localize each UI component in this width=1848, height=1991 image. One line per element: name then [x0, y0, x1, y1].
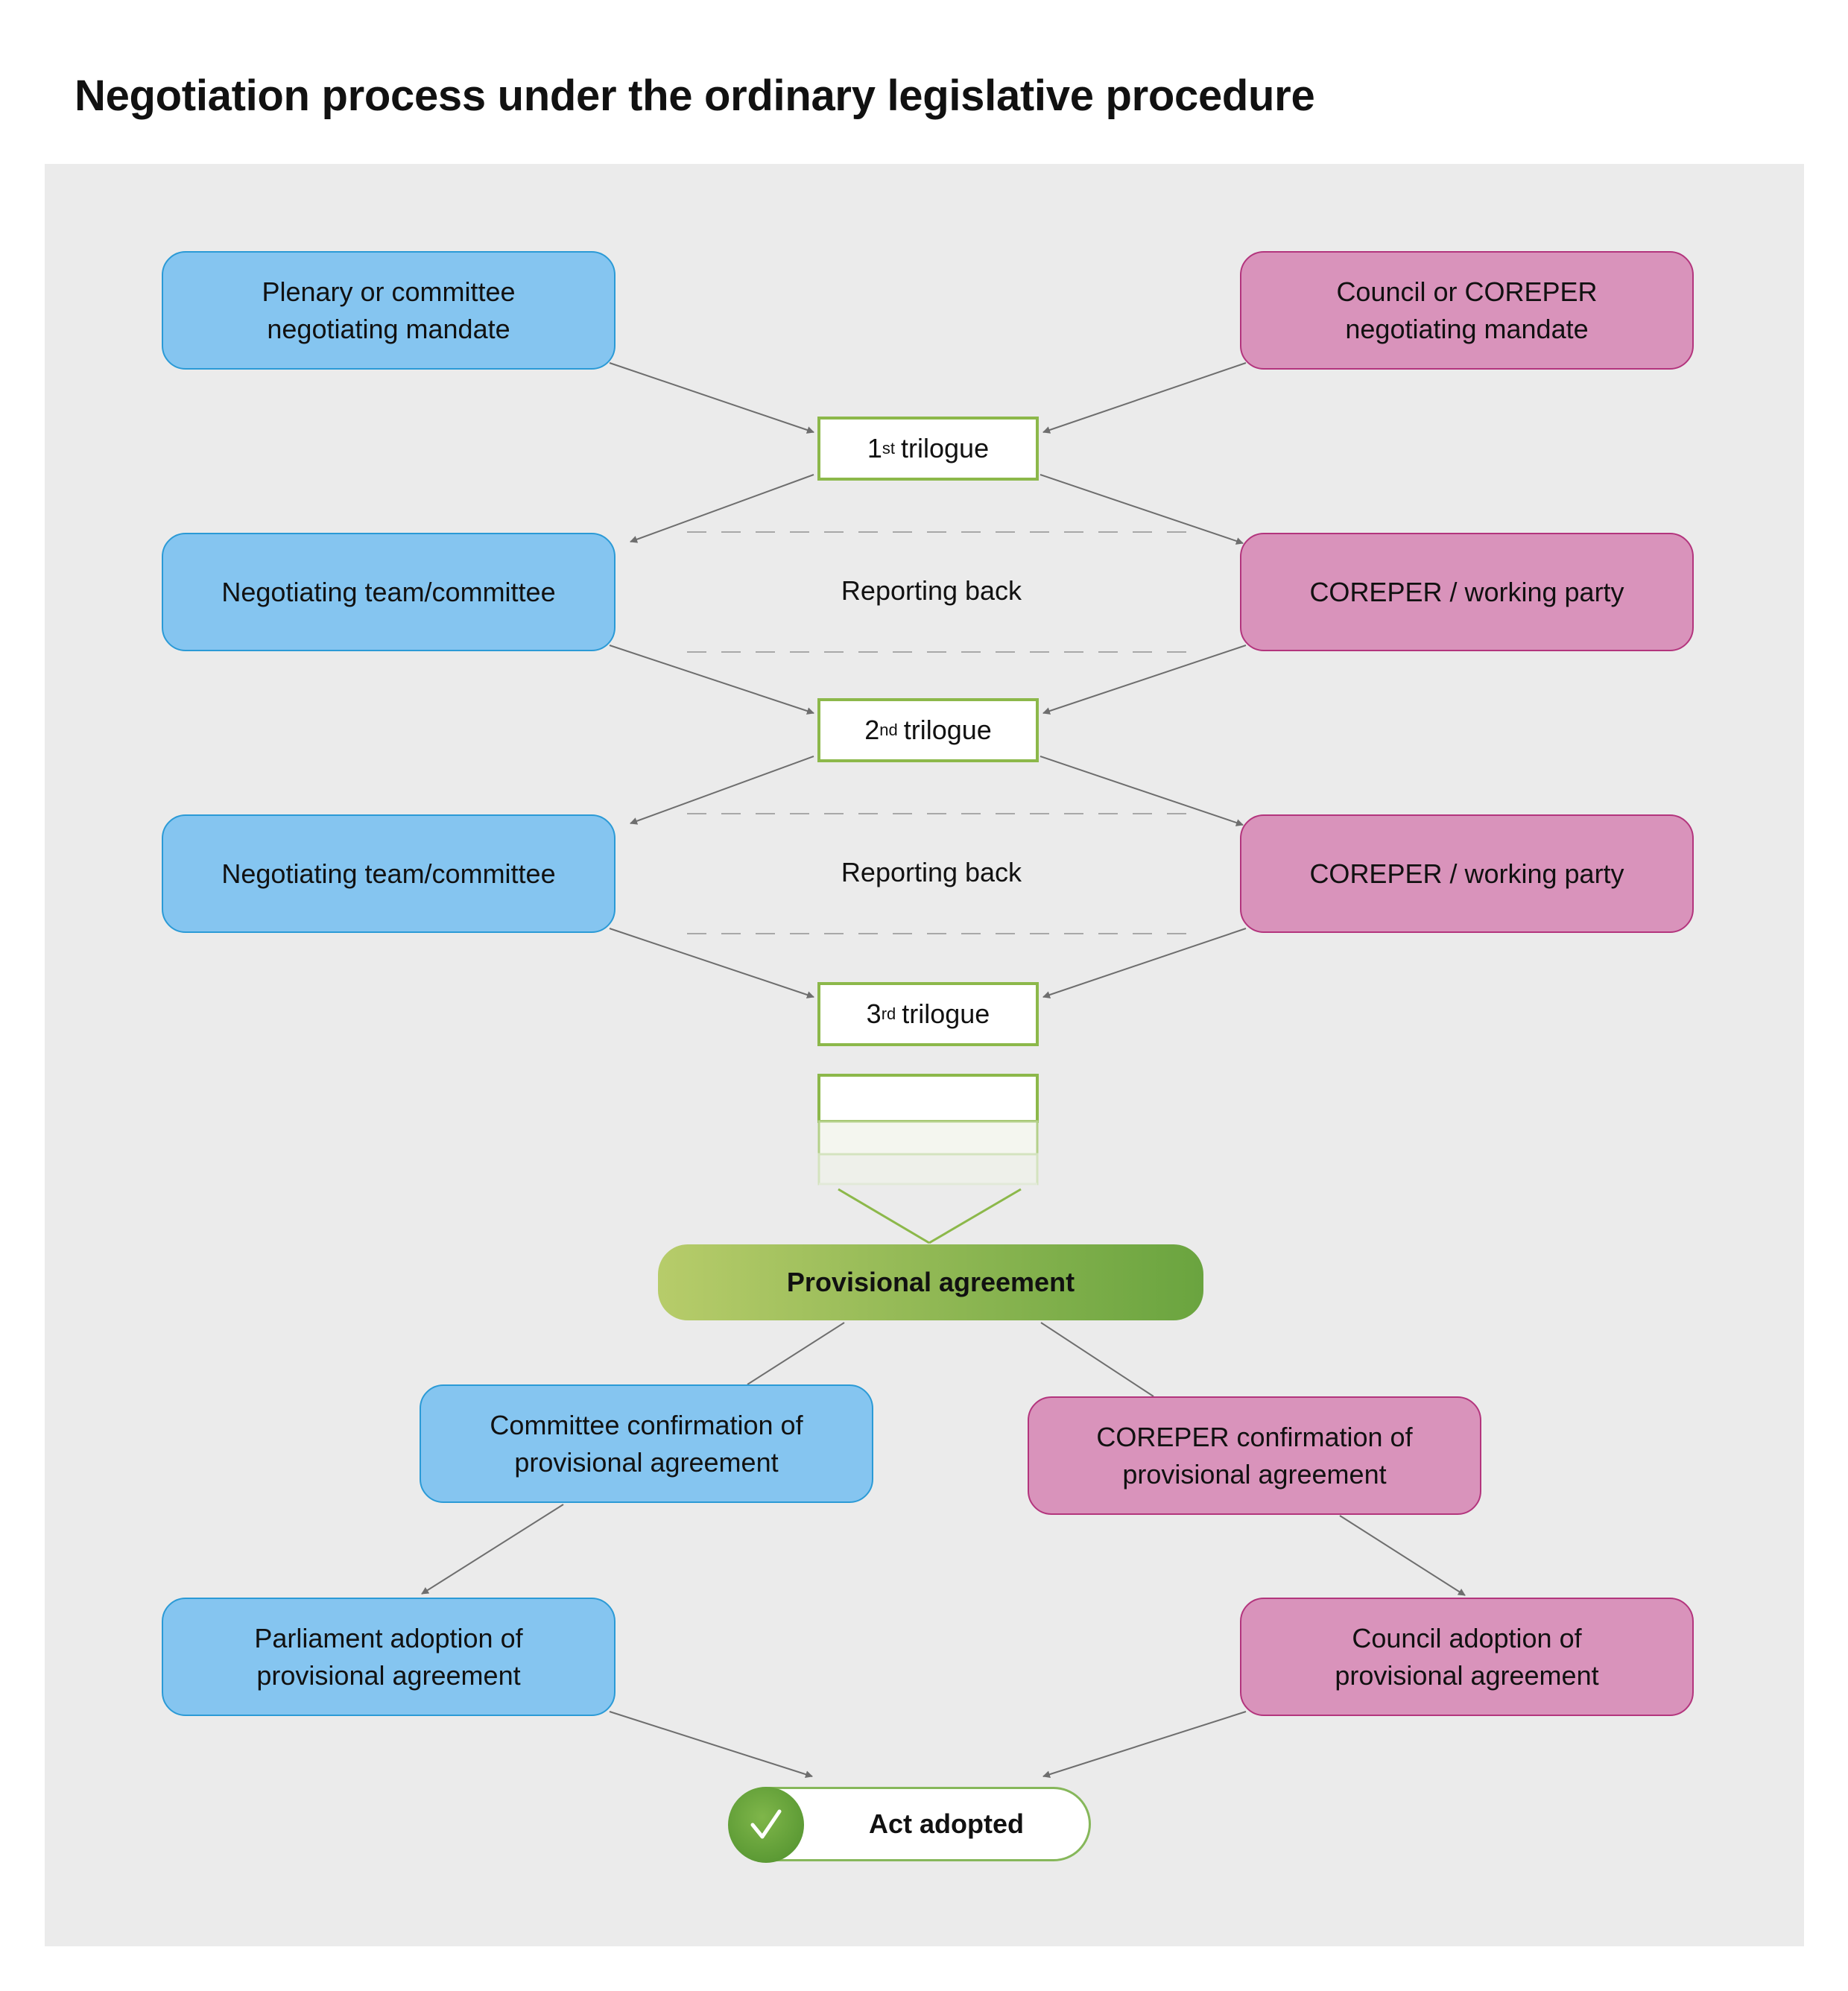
- committee-confirmation-box: Committee confirmation of provisional ag…: [420, 1384, 873, 1503]
- council-adoption-line-1: Council adoption of: [1352, 1622, 1582, 1653]
- trilogue-number: 2: [864, 715, 880, 745]
- line-agreement-to-committee: [747, 1322, 845, 1385]
- parliament-mandate-line-2: negotiating mandate: [267, 313, 510, 344]
- arrow-parliament-to-act: [609, 1711, 813, 1779]
- arrow-party-right-to-trilogue-3: [1042, 928, 1247, 998]
- parliament-team-box-1: Negotiating team/committee: [162, 533, 616, 651]
- council-adoption-box: Council adoption of provisional agreemen…: [1240, 1598, 1694, 1716]
- further-trilogue-box: [817, 1074, 1039, 1123]
- trilogue-number: 1: [867, 433, 882, 463]
- trilogue-word: trilogue: [901, 433, 990, 463]
- checkmark-glyph: [750, 1809, 782, 1839]
- coreper-party-box-2: COREPER / working party: [1240, 814, 1694, 933]
- arrow-committee-to-parliament: [421, 1504, 564, 1595]
- trilogue-word: trilogue: [903, 715, 992, 745]
- coreper-party-label: COREPER / working party: [1309, 858, 1624, 889]
- provisional-agreement-pill: Provisional agreement: [658, 1244, 1203, 1320]
- parliament-team-label: Negotiating team/committee: [221, 576, 556, 607]
- arrow-mandate-left-to-trilogue-1: [609, 362, 814, 434]
- reporting-back-label-2: Reporting back: [841, 857, 1022, 887]
- line-agreement-to-coreper: [1040, 1322, 1154, 1397]
- trilogue-number: 3: [866, 998, 882, 1029]
- coreper-party-box-1: COREPER / working party: [1240, 533, 1694, 651]
- parliament-adoption-line-2: provisional agreement: [256, 1659, 521, 1691]
- trilogue-word: trilogue: [902, 998, 990, 1029]
- funnel-right: [928, 1188, 1022, 1244]
- parliament-adoption-line-1: Parliament adoption of: [254, 1622, 523, 1653]
- parliament-team-box-2: Negotiating team/committee: [162, 814, 616, 933]
- funnel-left: [838, 1188, 930, 1244]
- council-mandate-line-1: Council or COREPER: [1336, 276, 1598, 307]
- council-adoption-line-2: provisional agreement: [1335, 1659, 1599, 1691]
- arrow-trilogue-2-to-party-right: [1040, 756, 1244, 826]
- committee-confirmation-line-2: provisional agreement: [514, 1446, 779, 1478]
- arrow-team-left-to-trilogue-2: [609, 645, 814, 715]
- parliament-mandate-line-1: Plenary or committee: [262, 276, 516, 307]
- coreper-confirmation-line-1: COREPER confirmation of: [1096, 1421, 1413, 1452]
- parliament-mandate-box: Plenary or committee negotiating mandate: [162, 251, 616, 370]
- reporting-back-label-1: Reporting back: [841, 575, 1022, 606]
- arrow-council-to-act: [1042, 1711, 1247, 1779]
- arrow-mandate-right-to-trilogue-1: [1042, 362, 1247, 434]
- parliament-team-label: Negotiating team/committee: [221, 858, 556, 889]
- committee-confirmation-line-1: Committee confirmation of: [490, 1409, 803, 1440]
- checkmark-icon: [728, 1787, 804, 1863]
- parliament-adoption-box: Parliament adoption of provisional agree…: [162, 1598, 616, 1716]
- provisional-agreement-label: Provisional agreement: [786, 1267, 1075, 1297]
- further-trilogue-box: [817, 1120, 1039, 1156]
- arrow-trilogue-2-to-team-left: [630, 756, 814, 825]
- coreper-party-label: COREPER / working party: [1309, 576, 1624, 607]
- council-mandate-box: Council or COREPER negotiating mandate: [1240, 251, 1694, 370]
- arrow-party-right-to-trilogue-2: [1042, 645, 1247, 715]
- coreper-confirmation-line-2: provisional agreement: [1122, 1458, 1387, 1490]
- arrow-coreper-to-council: [1339, 1515, 1466, 1596]
- arrow-team-left-to-trilogue-3: [609, 928, 814, 998]
- council-mandate-line-2: negotiating mandate: [1345, 313, 1589, 344]
- act-adopted-label: Act adopted: [868, 1808, 1024, 1839]
- further-trilogue-box: [817, 1153, 1039, 1186]
- page-title: Negotiation process under the ordinary l…: [75, 72, 1315, 120]
- arrow-trilogue-1-to-team-left: [630, 474, 814, 543]
- arrow-trilogue-1-to-party-right: [1040, 474, 1244, 545]
- coreper-confirmation-box: COREPER confirmation of provisional agre…: [1028, 1396, 1481, 1515]
